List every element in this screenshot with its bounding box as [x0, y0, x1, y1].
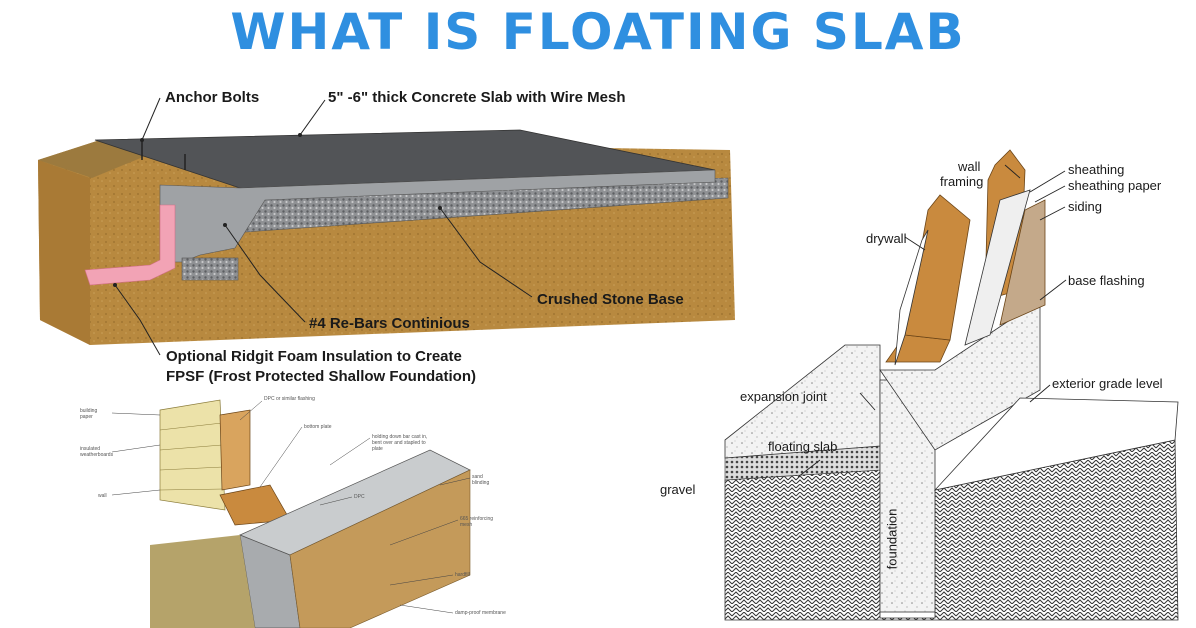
label-rebars: #4 Re-Bars Continious [309, 315, 470, 332]
footing-stone [181, 257, 239, 281]
wall-stud [219, 409, 251, 491]
label-insulated-weatherboards: insulated weatherboards [80, 446, 114, 458]
label-wall-framing-1: wall [958, 159, 981, 174]
label-holding-down-bar: holding down bar cast in, bent over and … [372, 434, 428, 452]
label-mesh: 665 reinforcing mesh [460, 516, 494, 528]
label-damp-proof-membrane: damp-proof membrane [455, 610, 506, 616]
label-siding: siding [1068, 199, 1102, 214]
foam-insulation [84, 204, 176, 286]
label-anchor-bolts: Anchor Bolts [165, 89, 260, 106]
label-crushed-stone: Crushed Stone Base [537, 291, 684, 308]
label-dpc: DPC [354, 494, 365, 500]
weatherboards [159, 399, 226, 511]
label-base-flashing: base flashing [1068, 273, 1145, 288]
slab-cutaway-illustration [38, 97, 735, 356]
label-hardfill: hardfill [455, 572, 470, 578]
label-exterior-grade: exterior grade level [1052, 376, 1163, 391]
label-foundation: foundation [884, 508, 900, 570]
exterior-grade [933, 397, 1179, 491]
foundation-wall [879, 299, 1041, 451]
label-floating-slab: floating slab [768, 439, 838, 454]
stud-1 [904, 194, 971, 341]
label-concrete-slab: 5" -6" thick Concrete Slab with Wire Mes… [328, 89, 626, 106]
siding [999, 199, 1046, 326]
label-expansion-joint: expansion joint [740, 389, 827, 404]
label-bottom-plate: bottom plate [304, 424, 332, 430]
detail-hardfill [289, 469, 471, 628]
label-sheathing-paper: sheathing paper [1068, 178, 1162, 193]
label-insulation-line2: FPSF (Frost Protected Shallow Foundation… [166, 368, 476, 385]
page-title: WHAT IS FLOATING SLAB [230, 3, 966, 61]
sheathing [964, 189, 1031, 346]
label-drywall: drywall [866, 231, 907, 246]
detail-ground [150, 535, 255, 628]
section-drawing [724, 149, 1179, 621]
label-building-paper: building paper [80, 408, 98, 420]
label-wall: wall [98, 493, 107, 499]
label-sheathing: sheathing [1068, 162, 1125, 177]
label-sand-blinding: sand blinding [472, 474, 490, 486]
label-gravel: gravel [660, 482, 696, 497]
drywall [894, 229, 929, 366]
label-insulation-line1: Optional Ridgit Foam Insulation to Creat… [166, 348, 462, 365]
edge-detail-illustration [111, 399, 471, 628]
label-wall-framing-2: framing [940, 174, 984, 189]
label-dpc-flashing: DPC or similar flashing [264, 396, 315, 402]
